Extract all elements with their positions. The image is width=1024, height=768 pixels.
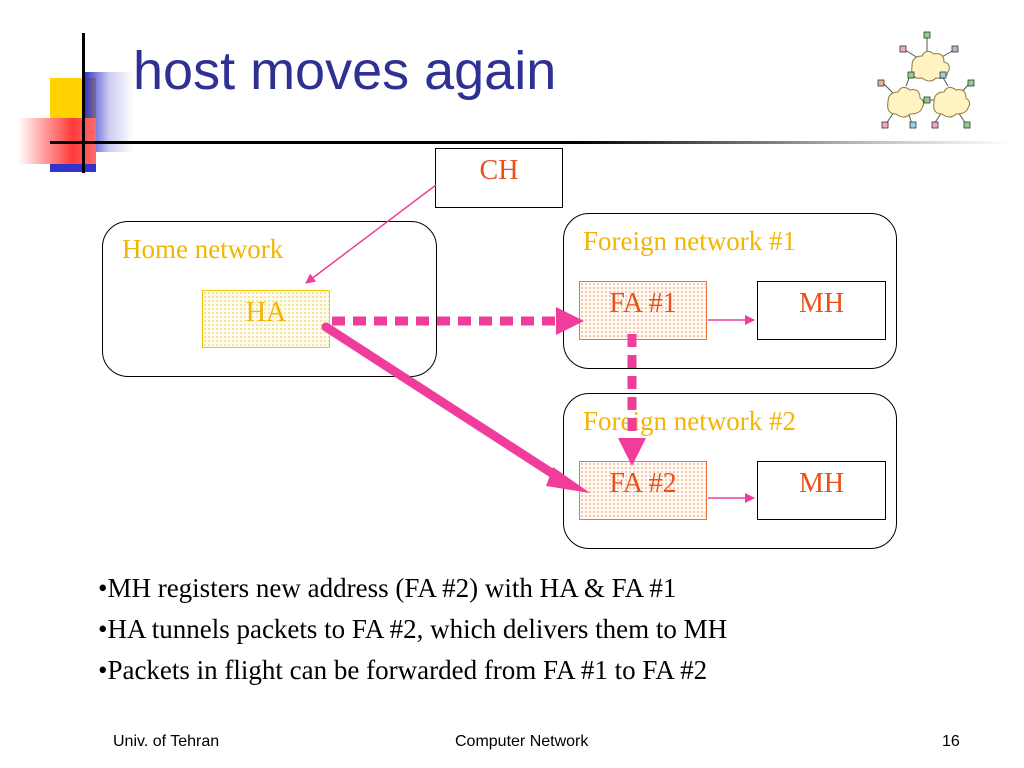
foreign-network-1-label: Foreign network #1 [583,226,796,256]
fa2-node: FA #2 [579,461,707,520]
ch-node: CH [435,148,563,208]
footer-page-number: 16 [942,733,960,750]
home-network-label: Home network [122,234,284,264]
bullet-list: •MH registers new address (FA #2) with H… [98,568,727,691]
foreign-network-2-box [563,393,897,549]
bullet-item: •MH registers new address (FA #2) with H… [98,573,677,603]
mh2-node-label: MH [798,468,845,499]
bullet-item: •HA tunnels packets to FA #2, which deli… [98,614,728,644]
title-rule [50,141,1010,144]
mh1-node: MH [757,281,886,340]
slide-title: host moves again [133,41,557,101]
ch-node-label: CH [479,155,519,186]
fa1-node: FA #1 [579,281,707,340]
fa2-node-label: FA #2 [609,468,677,499]
foreign-network-2-label: Foreign network #2 [583,406,796,436]
ha-node-label: HA [245,297,287,328]
ha-node: HA [202,290,330,348]
footer-center: Computer Network [455,733,589,750]
mh1-node-label: MH [798,288,845,319]
ha-to-fa2-solid-arrow [321,322,569,486]
fa1-to-fa2-arrowhead [618,438,646,466]
bullet-item: •Packets in flight can be forwarded from… [98,655,708,685]
deco-vertical-line [82,33,85,173]
ha-to-fa2-arrowhead [546,467,590,493]
ha-to-fa1-arrowhead [556,307,584,335]
network-cloud-icon [877,31,975,129]
foreign-network-1-box [563,213,897,369]
ch-to-ha-arrow [305,184,437,284]
fa1-node-label: FA #1 [609,288,677,319]
home-network-box [102,221,437,377]
mh2-node: MH [757,461,886,520]
footer-left: Univ. of Tehran [113,733,220,750]
